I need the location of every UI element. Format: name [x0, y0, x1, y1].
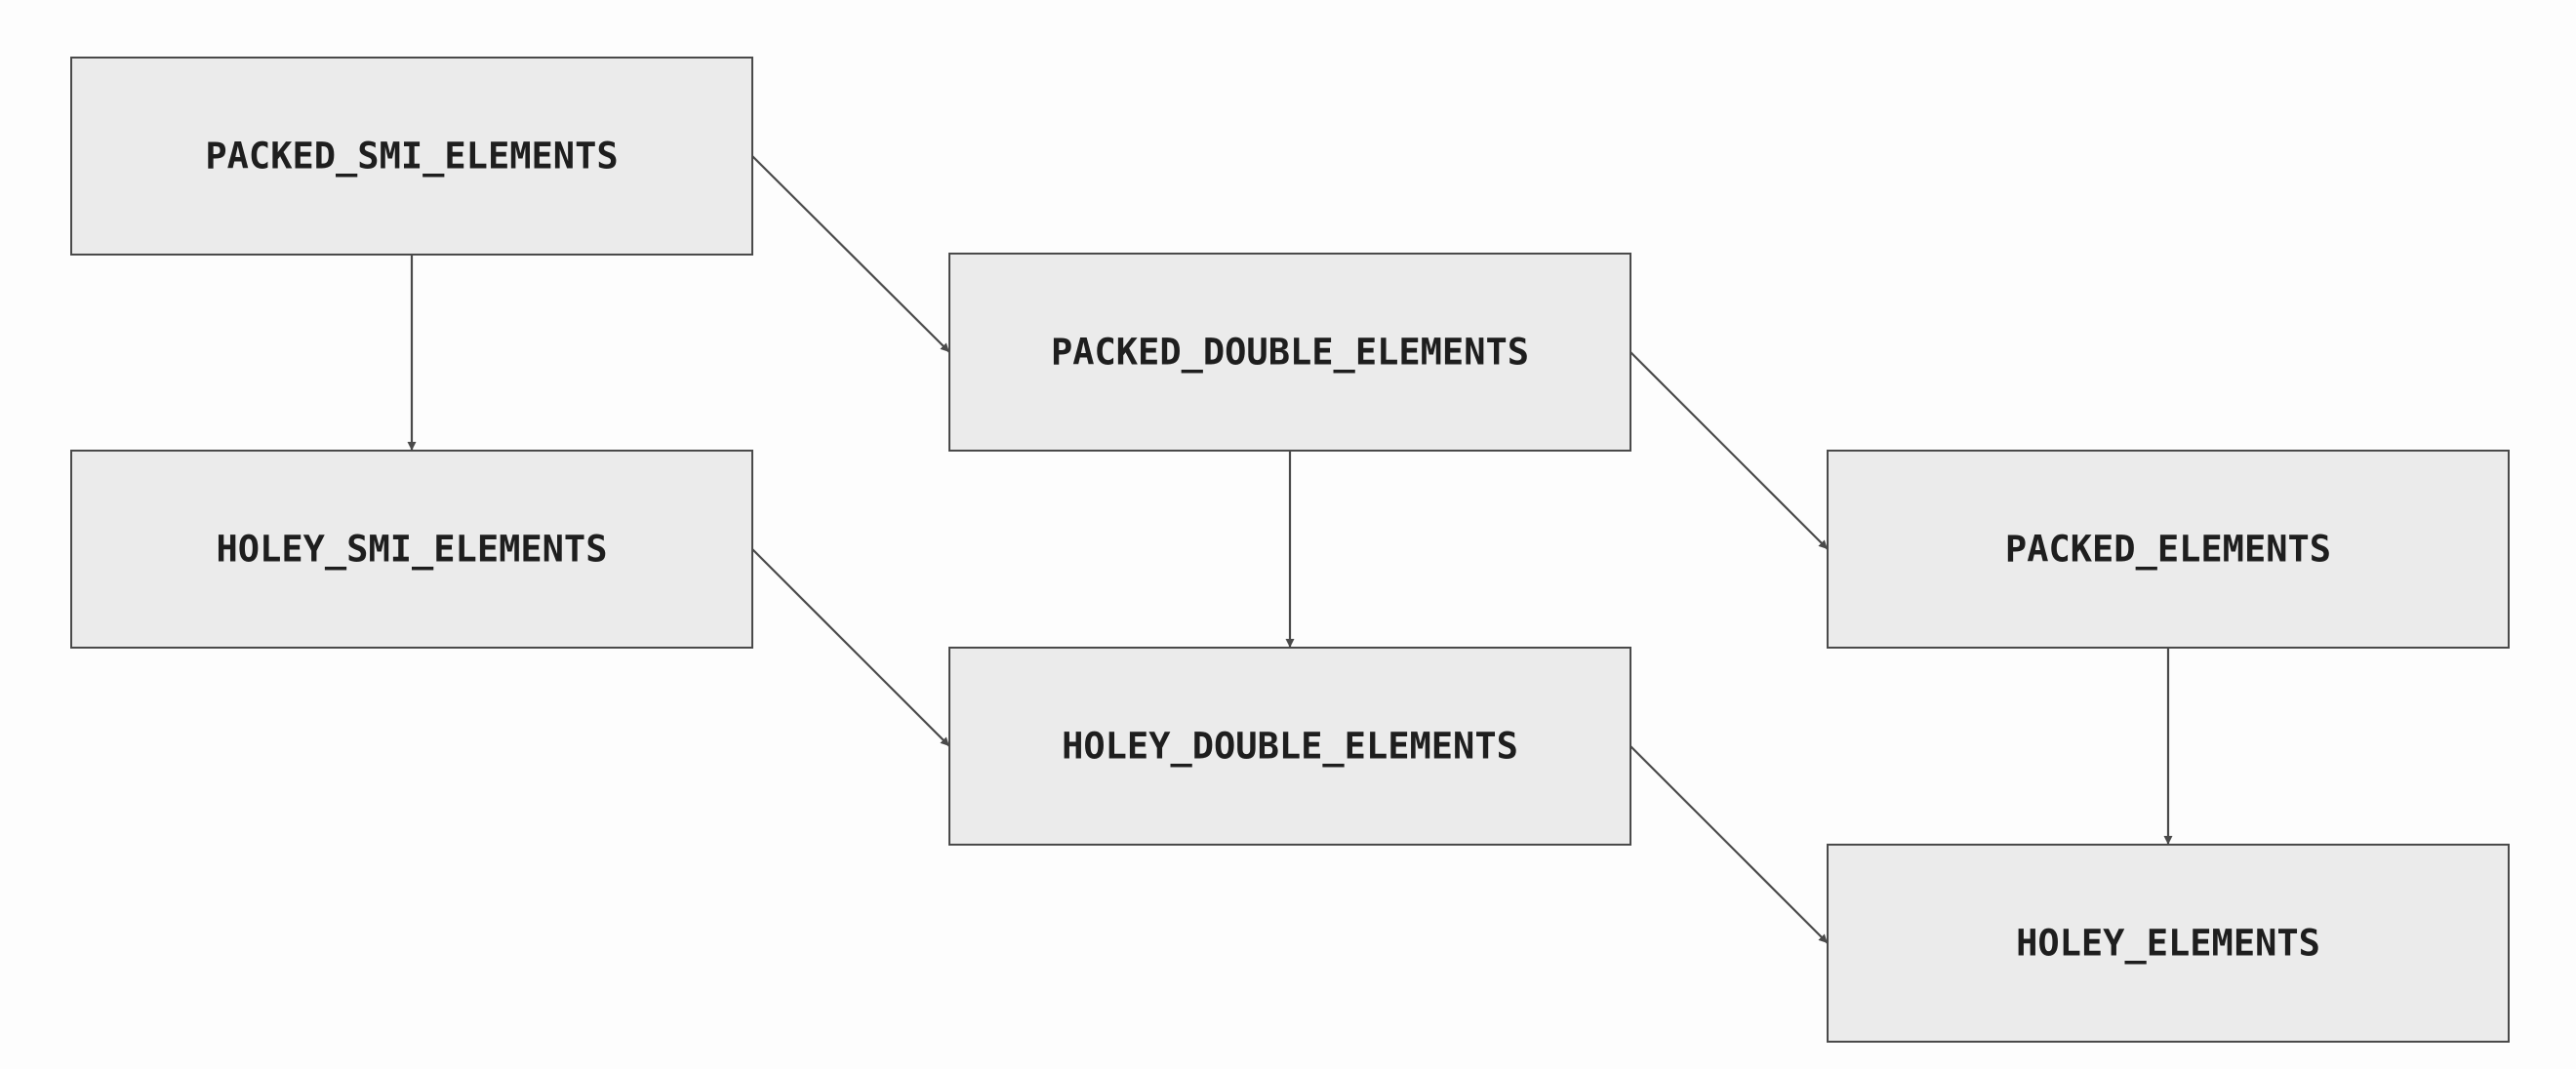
node-box: [1827, 844, 2510, 1043]
node-holey: HOLEY_ELEMENTS: [1827, 844, 2510, 1043]
node-holey-double: HOLEY_DOUBLE_ELEMENTS: [948, 647, 1631, 846]
node-box: [70, 450, 753, 649]
node-label: HOLEY_SMI_ELEMENTS: [217, 529, 608, 571]
node-box: [948, 253, 1631, 452]
edges: [407, 155, 2173, 944]
node-label: PACKED_ELEMENTS: [2005, 529, 2331, 571]
node-packed-double: PACKED_DOUBLE_ELEMENTS: [948, 253, 1631, 452]
node-packed-smi: PACKED_SMI_ELEMENTS: [70, 57, 753, 256]
node-box: [70, 57, 753, 256]
nodes: PACKED_SMI_ELEMENTS HOLEY_SMI_ELEMENTS PAC…: [70, 57, 2510, 1043]
node-label: HOLEY_ELEMENTS: [2016, 923, 2320, 965]
edge-arrow-packed-smi-to-packed-double: [751, 155, 950, 353]
edge-arrow-holey-smi-to-holey-double: [751, 548, 950, 747]
node-packed: PACKED_ELEMENTS: [1827, 450, 2510, 649]
node-label: PACKED_DOUBLE_ELEMENTS: [1051, 332, 1529, 374]
node-box: [948, 647, 1631, 846]
node-label: HOLEY_DOUBLE_ELEMENTS: [1062, 726, 1518, 768]
node-holey-smi: HOLEY_SMI_ELEMENTS: [70, 450, 753, 649]
edge-arrow-holey-double-to-holey: [1630, 745, 1829, 944]
node-box: [1827, 450, 2510, 649]
edge-arrow-packed-double-to-packed: [1630, 351, 1829, 550]
node-label: PACKED_SMI_ELEMENTS: [205, 136, 618, 178]
